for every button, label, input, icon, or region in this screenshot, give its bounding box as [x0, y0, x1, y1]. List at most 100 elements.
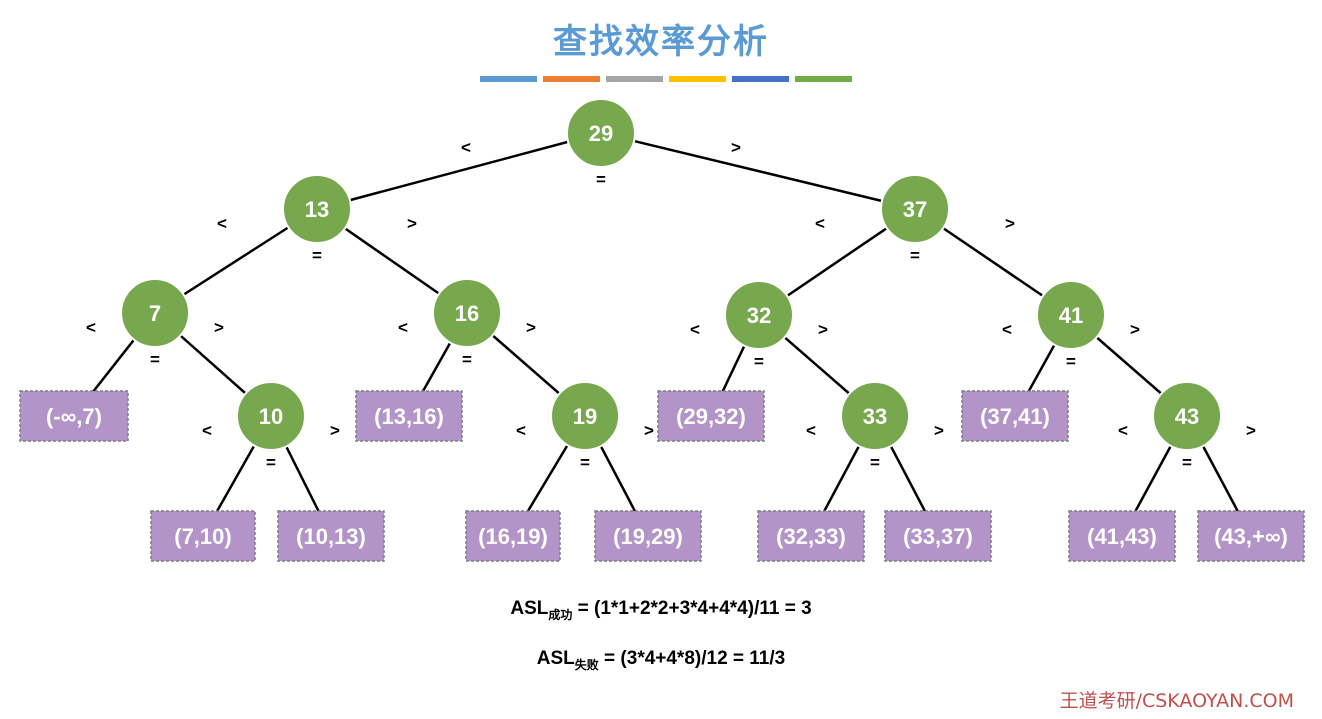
asl-fail-subscript: 失败 — [574, 657, 599, 672]
leaf-box-l0 — [19, 390, 129, 442]
label-gt-n7: > — [214, 318, 224, 337]
label-eq-n10: = — [266, 453, 276, 472]
leaf-label-l7: (32,33) — [776, 524, 846, 549]
label-gt-n33: > — [934, 421, 944, 440]
label-gt-n19: > — [644, 421, 654, 440]
color-bar-5 — [795, 76, 852, 82]
leaf-box-l8 — [884, 510, 992, 562]
leaf-label-l3: (13,16) — [374, 404, 444, 429]
asl-success-subscript: 成功 — [548, 607, 573, 622]
asl-fail-formula: ASL失败 = (3*4+4*8)/12 = 11/3 — [0, 648, 1322, 673]
label-eq-n29: = — [596, 170, 606, 189]
label-gt-n16: > — [526, 318, 536, 337]
label-eq-n19: = — [580, 453, 590, 472]
asl-fail-expression: = (3*4+4*8)/12 = 11/3 — [598, 648, 786, 669]
node-circle-n32 — [724, 280, 794, 350]
node-circle-n43 — [1152, 381, 1222, 451]
label-eq-n32: = — [754, 352, 764, 371]
node-circle-n16 — [432, 278, 502, 348]
label-lt-n37: < — [815, 214, 825, 233]
label-lt-n43: < — [1118, 421, 1128, 440]
color-bar-4 — [732, 76, 789, 82]
node-circle-n37 — [880, 174, 950, 244]
color-bar-2 — [606, 76, 663, 82]
label-gt-n32: > — [818, 320, 828, 339]
tree-nodes: 29 13 37 7 16 32 41 10 19 33 43 — [120, 98, 1222, 451]
node-label-n32: 32 — [747, 303, 771, 328]
footer-brand: 王道考研/CSKAOYAN.COM — [1059, 690, 1294, 712]
leaf-label-l0: (-∞,7) — [46, 404, 102, 429]
node-label-n33: 33 — [863, 404, 887, 429]
label-eq-n13: = — [312, 246, 322, 265]
leaf-box-l5 — [594, 510, 702, 562]
label-lt-n33: < — [806, 421, 816, 440]
leaf-box-l11 — [1197, 510, 1305, 562]
label-gt-n37: > — [1005, 214, 1015, 233]
node-label-n43: 43 — [1175, 404, 1199, 429]
leaf-label-l4: (16,19) — [478, 524, 548, 549]
leaf-box-l7 — [757, 510, 865, 562]
label-lt-n19: < — [516, 421, 526, 440]
leaf-label-l11: (43,+∞) — [1214, 524, 1288, 549]
color-bar-0 — [480, 76, 537, 82]
leaf-intervals: (-∞,7) (7,10) (10,13) (13,16) (16,19) (19,29)… — [19, 390, 1305, 562]
node-circle-n41 — [1036, 280, 1106, 350]
edge-n29-n13 — [316, 131, 602, 211]
leaf-label-l9: (37,41) — [980, 404, 1050, 429]
leaf-box-l3 — [355, 390, 463, 442]
leaf-box-l4 — [465, 510, 561, 562]
asl-success-prefix: ASL — [510, 598, 549, 619]
asl-fail-prefix: ASL — [536, 648, 575, 669]
label-lt-n13: < — [217, 214, 227, 233]
page-title: 查找效率分析 — [553, 22, 769, 62]
label-gt-n10: > — [330, 421, 340, 440]
color-bar-1 — [543, 76, 600, 82]
label-eq-n43: = — [1182, 453, 1192, 472]
label-gt-n13: > — [407, 214, 417, 233]
label-eq-n37: = — [910, 246, 920, 265]
leaf-label-l10: (41,43) — [1087, 524, 1157, 549]
leaf-label-l1: (7,10) — [174, 524, 231, 549]
node-label-n37: 37 — [903, 197, 927, 222]
label-lt-n16: < — [398, 318, 408, 337]
label-eq-n33: = — [870, 453, 880, 472]
node-circle-n33 — [840, 381, 910, 451]
label-gt-n43: > — [1246, 421, 1256, 440]
leaf-label-l8: (33,37) — [903, 524, 973, 549]
leaf-label-l6: (29,32) — [676, 404, 746, 429]
asl-success-formula: ASL成功 = (1*1+2*2+3*4+4*4)/11 = 3 — [0, 598, 1322, 623]
node-circle-n19 — [550, 381, 620, 451]
leaf-label-l2: (10,13) — [296, 524, 366, 549]
label-eq-n7: = — [150, 350, 160, 369]
leaf-box-l10 — [1068, 510, 1176, 562]
node-label-n10: 10 — [259, 404, 283, 429]
node-label-n19: 19 — [573, 404, 597, 429]
leaf-box-l2 — [277, 510, 385, 562]
leaf-box-l9 — [961, 390, 1069, 442]
label-lt-n29: < — [461, 138, 471, 157]
label-lt-n10: < — [202, 421, 212, 440]
node-label-n7: 7 — [149, 301, 161, 326]
label-gt-n29: > — [731, 138, 741, 157]
asl-success-expression: = (1*1+2*2+3*4+4*4)/11 = 3 — [572, 598, 812, 619]
color-bar-strip — [480, 76, 852, 82]
node-circle-n13 — [282, 174, 352, 244]
edge-n29-n37 — [600, 131, 916, 211]
node-circle-n10 — [236, 381, 306, 451]
node-label-n13: 13 — [305, 197, 329, 222]
label-eq-n16: = — [462, 350, 472, 369]
label-eq-n41: = — [1066, 352, 1076, 371]
node-label-n16: 16 — [455, 301, 479, 326]
label-lt-n7: < — [86, 318, 96, 337]
color-bar-3 — [669, 76, 726, 82]
node-circle-n7 — [120, 278, 190, 348]
node-label-n41: 41 — [1059, 303, 1083, 328]
leaf-label-l5: (19,29) — [613, 524, 683, 549]
label-lt-n41: < — [1002, 320, 1012, 339]
node-circle-n29 — [566, 98, 636, 168]
label-lt-n32: < — [690, 320, 700, 339]
node-label-n29: 29 — [589, 121, 613, 146]
comparison-labels: <>=<>=<>=<>=<>=<>=<>=<>=<>=<>=<>= — [86, 138, 1256, 472]
